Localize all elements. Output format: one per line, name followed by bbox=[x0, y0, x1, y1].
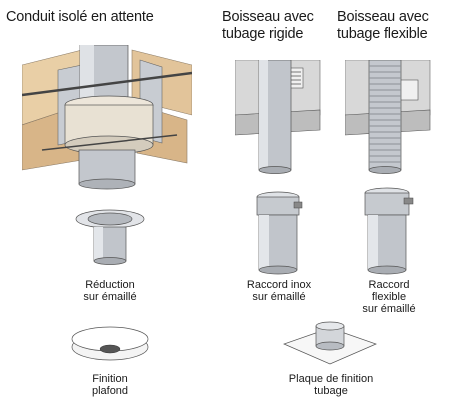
label-plaque-line2: tubage bbox=[314, 385, 348, 397]
raccord-flexible-illustration bbox=[362, 185, 416, 275]
label-raccord-inox-line2: sur émaillé bbox=[252, 291, 306, 303]
plaque-finition-illustration bbox=[282, 320, 378, 368]
raccord-inox-illustration bbox=[252, 190, 306, 275]
boisseau-flexible-illustration bbox=[345, 60, 435, 175]
label-raccord-inox-line1: Raccord inox bbox=[246, 279, 312, 291]
label-reduction-line1: Réduction bbox=[85, 279, 135, 291]
conduit-isole-illustration bbox=[22, 45, 192, 195]
reduction-illustration bbox=[72, 205, 148, 267]
header-boisseau-flexible-line2: tubage flexible bbox=[337, 26, 428, 42]
label-finition-line2: plafond bbox=[91, 385, 129, 397]
boisseau-rigide-illustration bbox=[235, 60, 325, 175]
label-reduction-line2: sur émaillé bbox=[83, 291, 137, 303]
label-plaque-line1: Plaque de finition bbox=[288, 373, 374, 385]
label-raccord-flexible-line1: Raccord bbox=[368, 279, 410, 291]
header-conduit-isole: Conduit isolé en attente bbox=[6, 9, 154, 25]
header-boisseau-rigide-line2: tubage rigide bbox=[222, 26, 304, 42]
label-raccord-flexible-line2: flexible bbox=[371, 291, 407, 303]
label-raccord-flexible-line3: sur émaillé bbox=[362, 303, 416, 315]
header-boisseau-flexible-line1: Boisseau avec bbox=[337, 9, 429, 25]
finition-plafond-illustration bbox=[70, 325, 150, 363]
label-finition-line1: Finition bbox=[92, 373, 128, 385]
header-boisseau-rigide-line1: Boisseau avec bbox=[222, 9, 314, 25]
